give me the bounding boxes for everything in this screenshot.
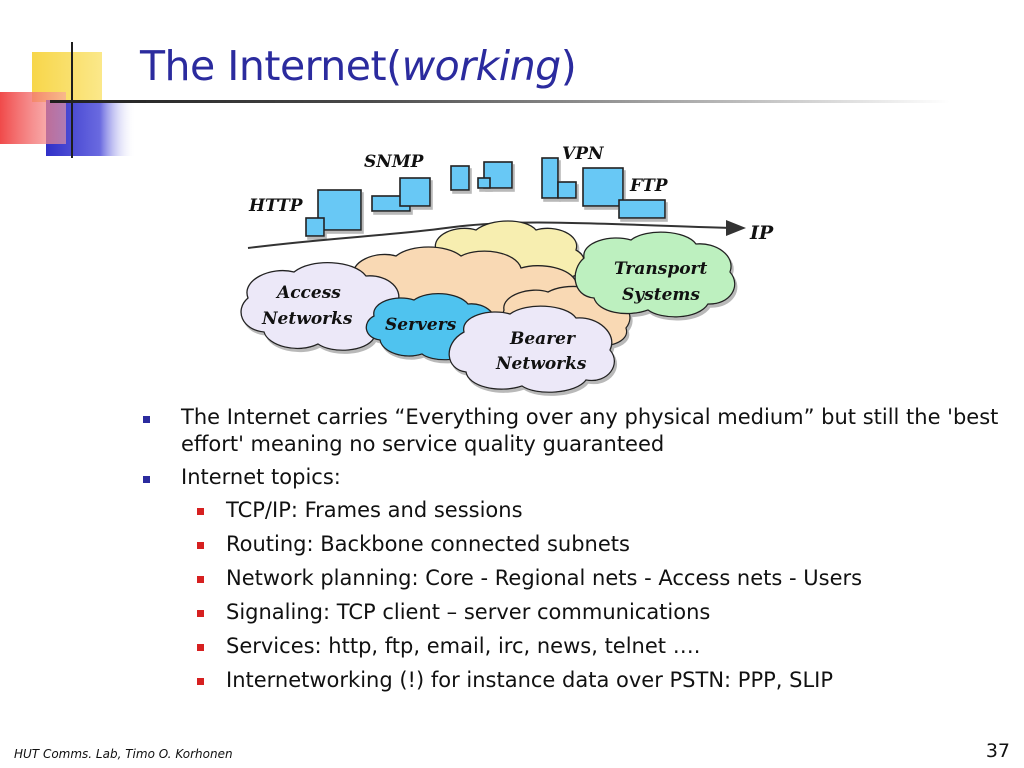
sub-bullet-item: Routing: Backbone connected subnets (140, 531, 1010, 558)
ip-arrow-head (726, 220, 746, 236)
title-underline (50, 100, 950, 103)
page-title: The Internet(working) (140, 42, 577, 90)
label-snmp: SNMP (364, 152, 425, 172)
service-box (557, 181, 577, 199)
cloud-bearer (448, 305, 615, 393)
bullet-list: The Internet carries “Everything over an… (140, 404, 1010, 701)
sub-bullet-item: Network planning: Core - Regional nets -… (140, 565, 1010, 592)
title-close: ) (560, 42, 577, 90)
service-box (317, 189, 362, 231)
label-http: HTTP (248, 196, 304, 216)
service-box (305, 217, 325, 237)
ip-arrow-line (247, 221, 732, 249)
sub-bullet-item: Signaling: TCP client – server communica… (140, 599, 1010, 626)
footer-author: HUT Comms. Lab, Timo O. Korhonen (14, 747, 233, 761)
sub-bullet-item: Internetworking (!) for instance data ov… (140, 667, 1010, 694)
service-box (483, 161, 513, 189)
label-servers: Servers (385, 315, 457, 335)
label-access-line2: Networks (261, 309, 353, 329)
cloud-transport (574, 231, 736, 318)
service-boxes (305, 157, 666, 237)
page-number: 37 (985, 740, 1010, 762)
label-transport-line1: Transport (614, 259, 707, 279)
service-box (541, 157, 559, 199)
bullet-text-everything: The Internet carries “Everything over an… (181, 405, 999, 456)
internet-diagram: HTTP SNMP VPN FTP IP Access Networks Ser… (240, 144, 774, 393)
service-box (477, 177, 491, 189)
sub-bullet-list: TCP/IP: Frames and sessions Routing: Bac… (181, 497, 1010, 694)
title-italic: working (401, 42, 562, 90)
service-box (582, 167, 624, 207)
sub-bullet-item: TCP/IP: Frames and sessions (140, 497, 1010, 524)
label-vpn: VPN (562, 144, 605, 164)
service-box (450, 165, 470, 191)
label-ftp: FTP (629, 176, 669, 196)
service-box (399, 177, 431, 207)
service-box (618, 199, 666, 219)
label-transport-line2: Systems (622, 285, 700, 305)
label-bearer-line2: Networks (495, 354, 587, 374)
title-main: The Internet( (140, 42, 402, 90)
sub-bullet-item: Services: http, ftp, email, irc, news, t… (140, 633, 1010, 660)
label-bearer-line1: Bearer (509, 329, 576, 349)
label-access-line1: Access (275, 283, 341, 303)
decorative-corner-squares (0, 42, 136, 158)
bullet-text-topics: Internet topics: (181, 465, 341, 489)
bullet-item: The Internet carries “Everything over an… (140, 404, 1010, 458)
label-ip: IP (749, 222, 774, 244)
bullet-item: Internet topics: TCP/IP: Frames and sess… (140, 464, 1010, 694)
